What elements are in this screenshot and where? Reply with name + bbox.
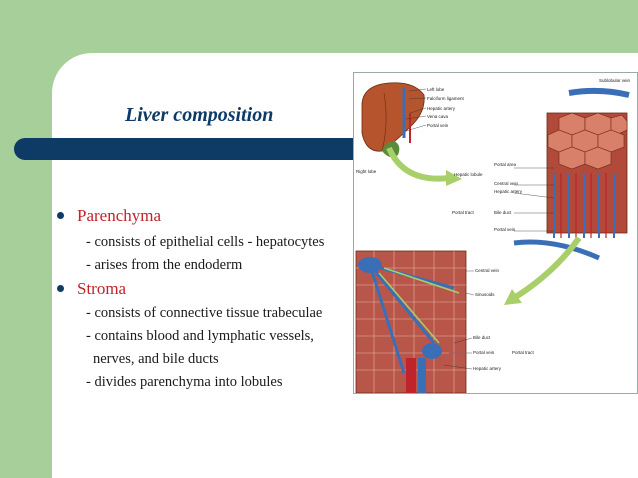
label-vena-cava: Vena cava	[427, 114, 449, 119]
pointer-arrow	[386, 146, 450, 182]
liver-organ	[361, 82, 425, 152]
label-bile-duct-2: Bile duct	[473, 335, 491, 340]
label-portal-tract-2: Portal tract	[512, 350, 535, 355]
bullet-heading-parenchyma: Parenchyma	[77, 206, 162, 225]
label-hepatic-artery: Hepatic artery	[427, 106, 456, 111]
label-portal-vein-2: Portal vein	[494, 227, 516, 232]
label-hepatic-artery-2: Hepatic artery	[494, 189, 523, 194]
sublobular-vein-shape	[568, 87, 630, 98]
liver-anatomy-figure: Left lobe Falciform ligament Hepatic art…	[353, 72, 638, 394]
label-left-lobe: Left lobe	[427, 87, 445, 92]
slide-title: Liver composition	[125, 104, 274, 126]
background-green-top	[0, 0, 222, 53]
pointer-arrowhead-2	[504, 289, 522, 305]
pointer-arrow-2	[512, 236, 582, 301]
bullet-dot	[57, 285, 64, 292]
bullet-line: - arises from the endoderm	[86, 257, 243, 273]
falciform-line	[381, 92, 387, 152]
bullet-line: - divides parenchyma into lobules	[86, 374, 283, 390]
label-portal-vein-3: Portal vein	[473, 350, 495, 355]
label-sinusoids: Sinusoids	[475, 292, 495, 297]
lobule-section	[355, 250, 467, 393]
bullet-line: - consists of connective tissue trabecul…	[86, 305, 323, 321]
label-right-lobe: Right lobe	[356, 169, 377, 174]
label-portal-vein: Portal vein	[427, 123, 449, 128]
label-hepatic-lobule: Hepatic lobule	[454, 172, 483, 177]
label-bile-duct: Bile duct	[494, 210, 512, 215]
label-falciform: Falciform ligament	[427, 96, 465, 101]
portal-vein-shape	[513, 239, 601, 261]
label-sublobular-vein: Sublobular vein	[599, 78, 631, 83]
label-hepatic-artery-3: Hepatic artery	[473, 366, 502, 371]
label-central-vein-2: Central vein	[475, 268, 500, 273]
bullet-line: - contains blood and lymphatic vessels,	[86, 328, 314, 344]
bullet-line: nerves, and bile ducts	[93, 351, 219, 367]
bullet-heading-stroma: Stroma	[77, 279, 127, 298]
label-portal-tract: Portal tract	[452, 210, 475, 215]
pointer-arrowhead	[446, 170, 462, 186]
label-portal-area: Portal area	[494, 162, 517, 167]
callout-lines	[405, 88, 555, 370]
bullet-line: - consists of epithelial cells - hepatoc…	[86, 234, 325, 250]
lobule-block	[546, 112, 628, 238]
title-bar	[14, 138, 356, 160]
liver-illustration: Left lobe Falciform ligament Hepatic art…	[355, 78, 631, 393]
bullet-dot	[57, 212, 64, 219]
label-central-vein: Central vein	[494, 181, 519, 186]
